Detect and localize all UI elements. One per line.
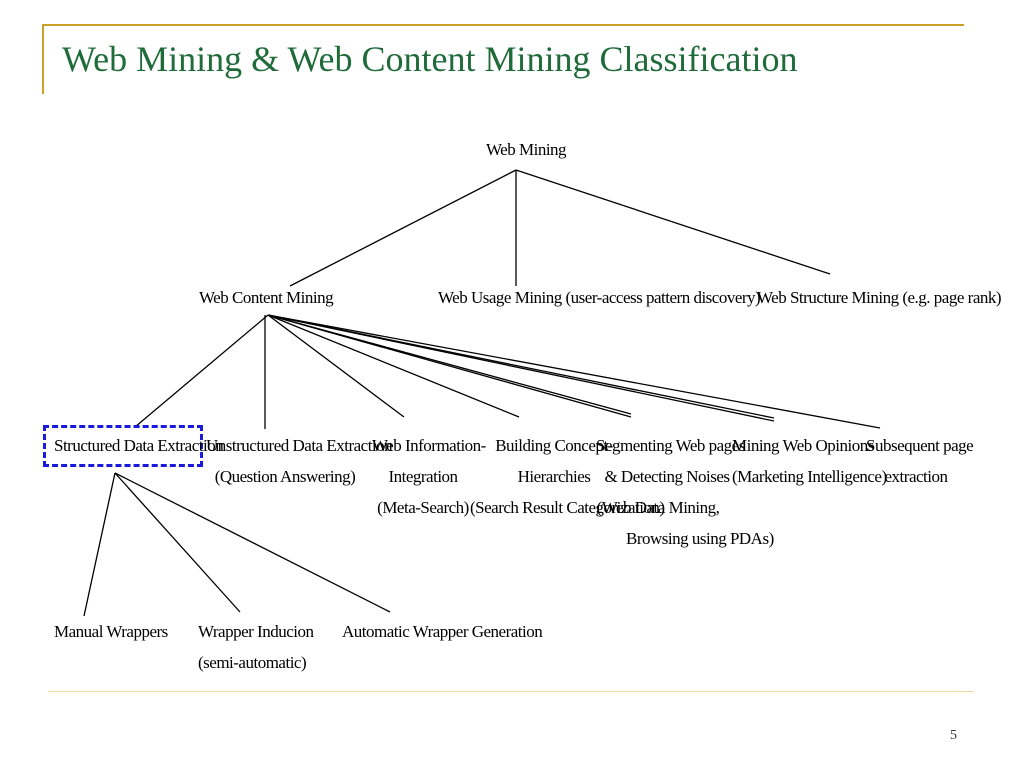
highlight-box bbox=[43, 425, 203, 467]
edge-content-integration bbox=[267, 314, 405, 418]
edge-structured-automatic bbox=[114, 472, 391, 613]
node-segmenting-web-pages: Segmenting Web pages & Detecting Noises … bbox=[596, 436, 774, 548]
edge-root-content bbox=[289, 169, 517, 287]
edge-content-structured bbox=[134, 314, 269, 428]
edge-content-opinions-2 bbox=[267, 314, 775, 422]
frame-top-rule bbox=[42, 24, 964, 26]
node-web-information-integration: Web Information- Integration (Meta-Searc… bbox=[372, 436, 486, 517]
footer-rule bbox=[48, 691, 974, 692]
node-automatic-wrapper-generation: Automatic Wrapper Generation bbox=[342, 622, 543, 641]
node-unstructured-data-extraction: Unstructured Data Extraction (Question A… bbox=[206, 436, 393, 486]
slide-title: Web Mining & Web Content Mining Classifi… bbox=[62, 39, 798, 79]
node-web-mining: Web Mining bbox=[486, 140, 567, 159]
node-wrapper-induction: Wrapper Inducion (semi-automatic) bbox=[198, 622, 314, 672]
node-subsequent-page-extraction: Subsequent page extraction bbox=[866, 436, 974, 486]
edge-content-segmenting-2 bbox=[267, 314, 632, 415]
node-structured-data-extraction: Structured Data Extraction bbox=[54, 436, 224, 455]
node-mining-web-opinions: Mining Web Opinions (Marketing Intellige… bbox=[732, 436, 887, 486]
page-number: 5 bbox=[950, 728, 957, 743]
node-building-concept-hierarchies: Building Concept- Hierarchies (Search Re… bbox=[470, 436, 665, 517]
node-manual-wrappers: Manual Wrappers bbox=[54, 622, 168, 641]
node-web-usage-mining: Web Usage Mining (user-access pattern di… bbox=[438, 288, 761, 307]
node-web-structure-mining: Web Structure Mining (e.g. page rank) bbox=[757, 288, 1002, 307]
edge-structured-induction bbox=[114, 472, 241, 613]
node-web-content-mining: Web Content Mining bbox=[199, 288, 334, 307]
edge-root-structure bbox=[515, 169, 831, 275]
edge-content-concept bbox=[267, 314, 520, 418]
edge-structured-manual bbox=[83, 472, 116, 617]
edge-content-subsequent bbox=[267, 314, 881, 429]
frame-left-rule bbox=[42, 24, 44, 94]
